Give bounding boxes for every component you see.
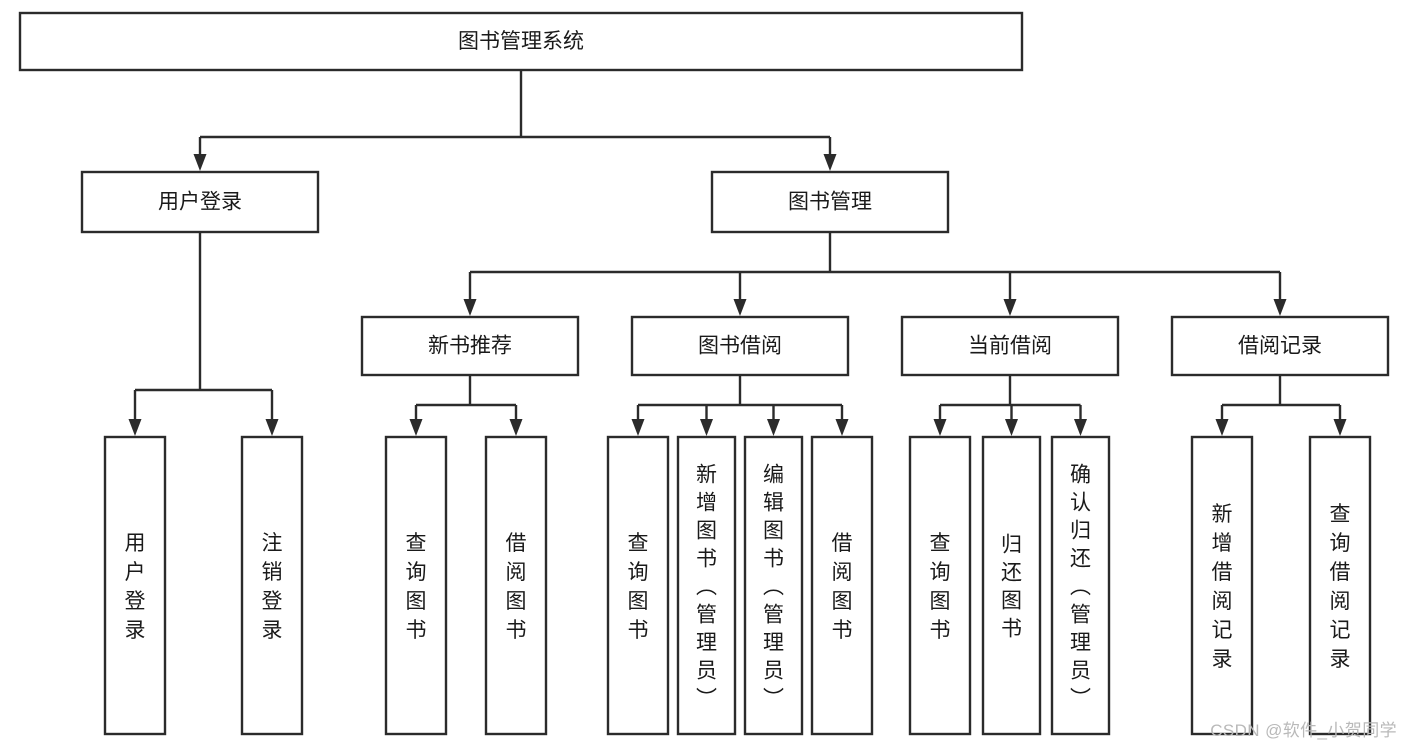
connector-group-root <box>193 70 837 171</box>
node-box[interactable] <box>1190 435 1254 736</box>
connector-group-l2_newbook <box>409 375 523 436</box>
node-box[interactable] <box>484 435 548 736</box>
node-label: 确认归还︵管理员︶ <box>1070 463 1091 710</box>
node-label: 新增借阅记录 <box>1212 503 1233 671</box>
arrow-head-icon <box>1273 299 1287 316</box>
arrow-head-icon <box>700 419 713 436</box>
node-label: 归还图书 <box>1001 533 1022 640</box>
arrow-head-icon <box>1005 419 1018 436</box>
node-label: 查询图书 <box>628 532 649 642</box>
node-label: 用户登录 <box>125 532 146 642</box>
node-box[interactable] <box>80 170 320 234</box>
arrow-head-icon <box>933 419 947 436</box>
node-l2-current[interactable]: 当前借阅 <box>900 315 1120 377</box>
node-box[interactable] <box>240 435 304 736</box>
node-box[interactable] <box>360 315 580 377</box>
arrow-head-icon <box>509 419 523 436</box>
node-leaf-bb-add[interactable]: 新增图书︵管理员︶ <box>676 435 737 736</box>
connector-group-l2_record <box>1215 375 1347 436</box>
node-leaf-nb-query[interactable]: 查询图书 <box>384 435 448 736</box>
node-label: 当前借阅 <box>968 335 1052 358</box>
node-leaf-cur-query[interactable]: 查询图书 <box>908 435 972 736</box>
node-label: 查询借阅记录 <box>1330 503 1351 671</box>
node-label: 借阅图书 <box>832 532 853 642</box>
node-box[interactable] <box>710 170 950 234</box>
node-leaf-bb-edit[interactable]: 编辑图书︵管理员︶ <box>743 435 804 736</box>
node-box[interactable] <box>1308 435 1372 736</box>
connector-group-l1_user <box>128 232 279 436</box>
arrow-head-icon <box>193 154 207 171</box>
node-leaf-rec-query[interactable]: 查询借阅记录 <box>1308 435 1372 736</box>
node-leaf-nb-borrow[interactable]: 借阅图书 <box>484 435 548 736</box>
arrow-head-icon <box>767 419 780 436</box>
arrow-head-icon <box>631 419 645 436</box>
node-box[interactable] <box>1050 435 1111 736</box>
node-box[interactable] <box>676 435 737 736</box>
node-label: 图书借阅 <box>698 335 782 358</box>
node-label: 查询图书 <box>406 532 427 642</box>
connector-group-l1_book <box>463 232 1287 316</box>
node-label: 新书推荐 <box>428 335 512 358</box>
node-box[interactable] <box>900 315 1120 377</box>
connector-layer <box>128 70 1347 436</box>
arrow-head-icon <box>1333 419 1347 436</box>
node-leaf-bb-borrow[interactable]: 借阅图书 <box>810 435 874 736</box>
node-label: 借阅记录 <box>1238 335 1322 358</box>
node-leaf-user-login[interactable]: 用户登录 <box>103 435 167 736</box>
node-layer: 图书管理系统用户登录图书管理新书推荐图书借阅当前借阅借阅记录用户登录注销登录查询… <box>18 11 1390 736</box>
node-box[interactable] <box>908 435 972 736</box>
node-label: 编辑图书︵管理员︶ <box>763 463 784 710</box>
connector-group-l2_borrow <box>631 375 849 436</box>
node-leaf-cur-confirm[interactable]: 确认归还︵管理员︶ <box>1050 435 1111 736</box>
node-box[interactable] <box>103 435 167 736</box>
connector-group-l2_current <box>933 375 1087 436</box>
node-label: 图书管理 <box>788 191 872 214</box>
node-label: 借阅图书 <box>506 532 527 642</box>
arrow-head-icon <box>409 419 423 436</box>
arrow-head-icon <box>733 299 747 316</box>
node-l2-borrow[interactable]: 图书借阅 <box>630 315 850 377</box>
node-l2-record[interactable]: 借阅记录 <box>1170 315 1390 377</box>
node-box[interactable] <box>981 435 1042 736</box>
node-l1-book[interactable]: 图书管理 <box>710 170 950 234</box>
node-label: 新增图书︵管理员︶ <box>696 463 717 710</box>
node-box[interactable] <box>630 315 850 377</box>
node-box[interactable] <box>1170 315 1390 377</box>
node-leaf-user-logout[interactable]: 注销登录 <box>240 435 304 736</box>
node-box[interactable] <box>384 435 448 736</box>
node-l2-newbook[interactable]: 新书推荐 <box>360 315 580 377</box>
node-leaf-rec-add[interactable]: 新增借阅记录 <box>1190 435 1254 736</box>
arrow-head-icon <box>463 299 477 316</box>
node-box[interactable] <box>606 435 670 736</box>
node-label: 查询图书 <box>930 532 951 642</box>
watermark-label: CSDN @软件_小贺同学 <box>1210 721 1397 740</box>
arrow-head-icon <box>1003 299 1017 316</box>
node-label: 图书管理系统 <box>458 30 584 53</box>
arrow-head-icon <box>823 154 837 171</box>
node-label: 用户登录 <box>158 191 242 214</box>
arrow-head-icon <box>1074 419 1087 436</box>
node-leaf-cur-return[interactable]: 归还图书 <box>981 435 1042 736</box>
arrow-head-icon <box>128 419 142 436</box>
node-root[interactable]: 图书管理系统 <box>18 11 1024 72</box>
node-label: 注销登录 <box>262 532 283 642</box>
arrow-head-icon <box>1215 419 1229 436</box>
node-box[interactable] <box>743 435 804 736</box>
node-box[interactable] <box>18 11 1024 72</box>
node-leaf-bb-query[interactable]: 查询图书 <box>606 435 670 736</box>
arrow-head-icon <box>835 419 849 436</box>
arrow-head-icon <box>265 419 279 436</box>
node-box[interactable] <box>810 435 874 736</box>
node-l1-user[interactable]: 用户登录 <box>80 170 320 234</box>
